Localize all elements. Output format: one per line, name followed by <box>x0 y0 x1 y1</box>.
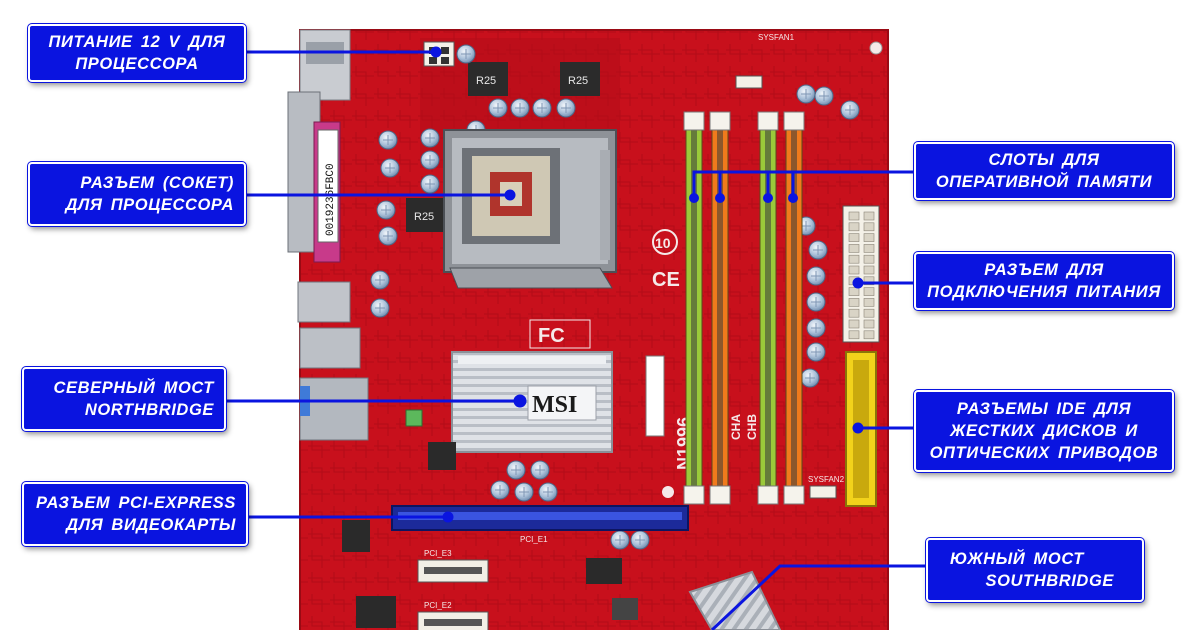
label-pcie-line2: ДЛЯ ВИДЕОКАРТЫ <box>66 516 236 534</box>
capacitor <box>800 368 820 388</box>
capacitor <box>806 292 826 312</box>
fan-mark-1: SYSFAN1 <box>758 33 795 42</box>
label-power-connector-line1: РАЗЪЕМ ДЛЯ <box>984 261 1104 279</box>
atx-power-connector <box>842 205 880 343</box>
label-power-connector-line2: ПОДКЛЮЧЕНИЯ ПИТАНИЯ <box>927 283 1161 301</box>
capacitor <box>630 530 650 550</box>
leader-ram <box>692 170 916 198</box>
choke-mark-1: R25 <box>476 75 496 87</box>
serial-sticker: 0019236FBC0 <box>317 129 339 243</box>
fan-mark-2: SYSFAN2 <box>808 475 845 484</box>
capacitor <box>506 460 526 480</box>
label-cpu-power: ПИТАНИЕ 12 V ДЛЯ ПРОЦЕССОРА <box>28 24 246 82</box>
label-cpu-socket: РАЗЪЕМ (СОКЕТ) ДЛЯ ПРОЦЕССОРА <box>28 162 246 226</box>
label-power-connector: РАЗЪЕМ ДЛЯ ПОДКЛЮЧЕНИЯ ПИТАНИЯ <box>914 252 1174 310</box>
leader-lines <box>224 46 928 630</box>
pcie-slot-mark-2: PCI_E3 <box>424 549 452 558</box>
chokes: R25 R25 R25 <box>406 62 600 232</box>
capacitor <box>806 318 826 338</box>
label-northbridge: СЕВЕРНЫЙ МОСТ NORTHBRIDGE <box>22 367 226 431</box>
label-ide-line3: ОПТИЧЕСКИХ ПРИВОДОВ <box>929 444 1159 462</box>
capacitor <box>510 98 530 118</box>
channel-marks: CHA CHB <box>729 414 759 440</box>
capacitor <box>488 98 508 118</box>
label-northbridge-line2: NORTHBRIDGE <box>84 401 214 419</box>
dimm-slot <box>709 111 731 505</box>
mount-hole <box>869 41 883 55</box>
choke-mark-3: R25 <box>414 211 434 223</box>
marks: FC CE 10 N1996 <box>529 229 694 498</box>
capacitor <box>420 128 440 148</box>
label-northbridge-line1: СЕВЕРНЫЙ МОСТ <box>53 379 214 397</box>
capacitor <box>378 130 398 150</box>
rohs-mark: 10 <box>655 235 671 251</box>
capacitor <box>370 298 390 318</box>
capacitor <box>456 44 476 64</box>
capacitor <box>808 240 828 260</box>
capacitor <box>814 86 834 106</box>
capacitor <box>378 226 398 246</box>
capacitor <box>530 460 550 480</box>
dimm-slot <box>783 111 805 505</box>
label-ram-slots-line1: СЛОТЫ ДЛЯ <box>988 151 1100 169</box>
label-southbridge: ЮЖНЫЙ МОСТ SOUTHBRIDGE <box>926 538 1144 602</box>
capacitor <box>610 530 630 550</box>
capacitor <box>370 270 390 290</box>
capacitor <box>796 84 816 104</box>
channel-a-mark: CHA <box>729 414 743 440</box>
capacitor <box>514 482 534 502</box>
label-ram-slots: СЛОТЫ ДЛЯ ОПЕРАТИВНОЙ ПАМЯТИ <box>914 142 1174 200</box>
fcc-mark: FC <box>538 325 565 347</box>
capacitor <box>806 266 826 286</box>
pcie-x1-slots: PCI_E3 PCI_E2 <box>417 549 489 630</box>
dimm-slot <box>683 111 705 505</box>
capacitor <box>556 98 576 118</box>
label-cpu-power-line2: ПРОЦЕССОРА <box>75 55 199 73</box>
capacitor <box>380 158 400 178</box>
capacitor <box>490 480 510 500</box>
capacitor <box>420 174 440 194</box>
label-southbridge-line1: ЮЖНЫЙ МОСТ <box>950 550 1084 568</box>
label-ide-line1: РАЗЪЕМЫ IDE ДЛЯ <box>956 400 1132 418</box>
capacitor <box>376 200 396 220</box>
label-cpu-socket-line2: ДЛЯ ПРОЦЕССОРА <box>65 196 234 214</box>
choke-mark-2: R25 <box>568 75 588 87</box>
dimm-slots <box>683 111 805 505</box>
channel-b-mark: CHB <box>745 414 759 440</box>
pcie-slot-mark-3: PCI_E2 <box>424 601 452 610</box>
pcie-x16-slot: PCI_E1 <box>391 505 689 544</box>
brand-mark: MSI <box>532 392 577 418</box>
io-panel: 0019236FBC0 <box>287 29 369 441</box>
label-pcie-line1: РАЗЪЕМ PCI-EXPRESS <box>35 494 236 512</box>
label-ram-slots-line2: ОПЕРАТИВНОЙ ПАМЯТИ <box>935 173 1153 191</box>
serial-text: 0019236FBC0 <box>325 163 337 236</box>
label-pcie: РАЗЪЕМ PCI-EXPRESS ДЛЯ ВИДЕОКАРТЫ <box>22 482 248 546</box>
cpu-socket <box>443 129 617 289</box>
capacitor <box>420 150 440 170</box>
northbridge-heatsink: MSI <box>451 351 613 453</box>
label-ide: РАЗЪЕМЫ IDE ДЛЯ ЖЕСТКИХ ДИСКОВ И ОПТИЧЕС… <box>914 390 1174 472</box>
label-cpu-power-line1: ПИТАНИЕ 12 V ДЛЯ <box>48 33 226 51</box>
ce-mark: CE <box>652 269 680 291</box>
fan-headers: SYSFAN1 SYSFAN2 <box>735 33 845 499</box>
chips <box>342 409 638 628</box>
leader-southbridge <box>710 564 928 630</box>
capacitor <box>806 342 826 362</box>
pcie-slot-mark-1: PCI_E1 <box>520 535 548 544</box>
capacitors <box>370 44 860 550</box>
label-southbridge-line2: SOUTHBRIDGE <box>985 572 1114 590</box>
capacitor <box>538 482 558 502</box>
capacitor <box>532 98 552 118</box>
dimm-slot <box>757 111 779 505</box>
label-cpu-socket-line1: РАЗЪЕМ (СОКЕТ) <box>80 174 234 192</box>
label-ide-line2: ЖЕСТКИХ ДИСКОВ И <box>950 422 1138 440</box>
capacitor <box>840 100 860 120</box>
